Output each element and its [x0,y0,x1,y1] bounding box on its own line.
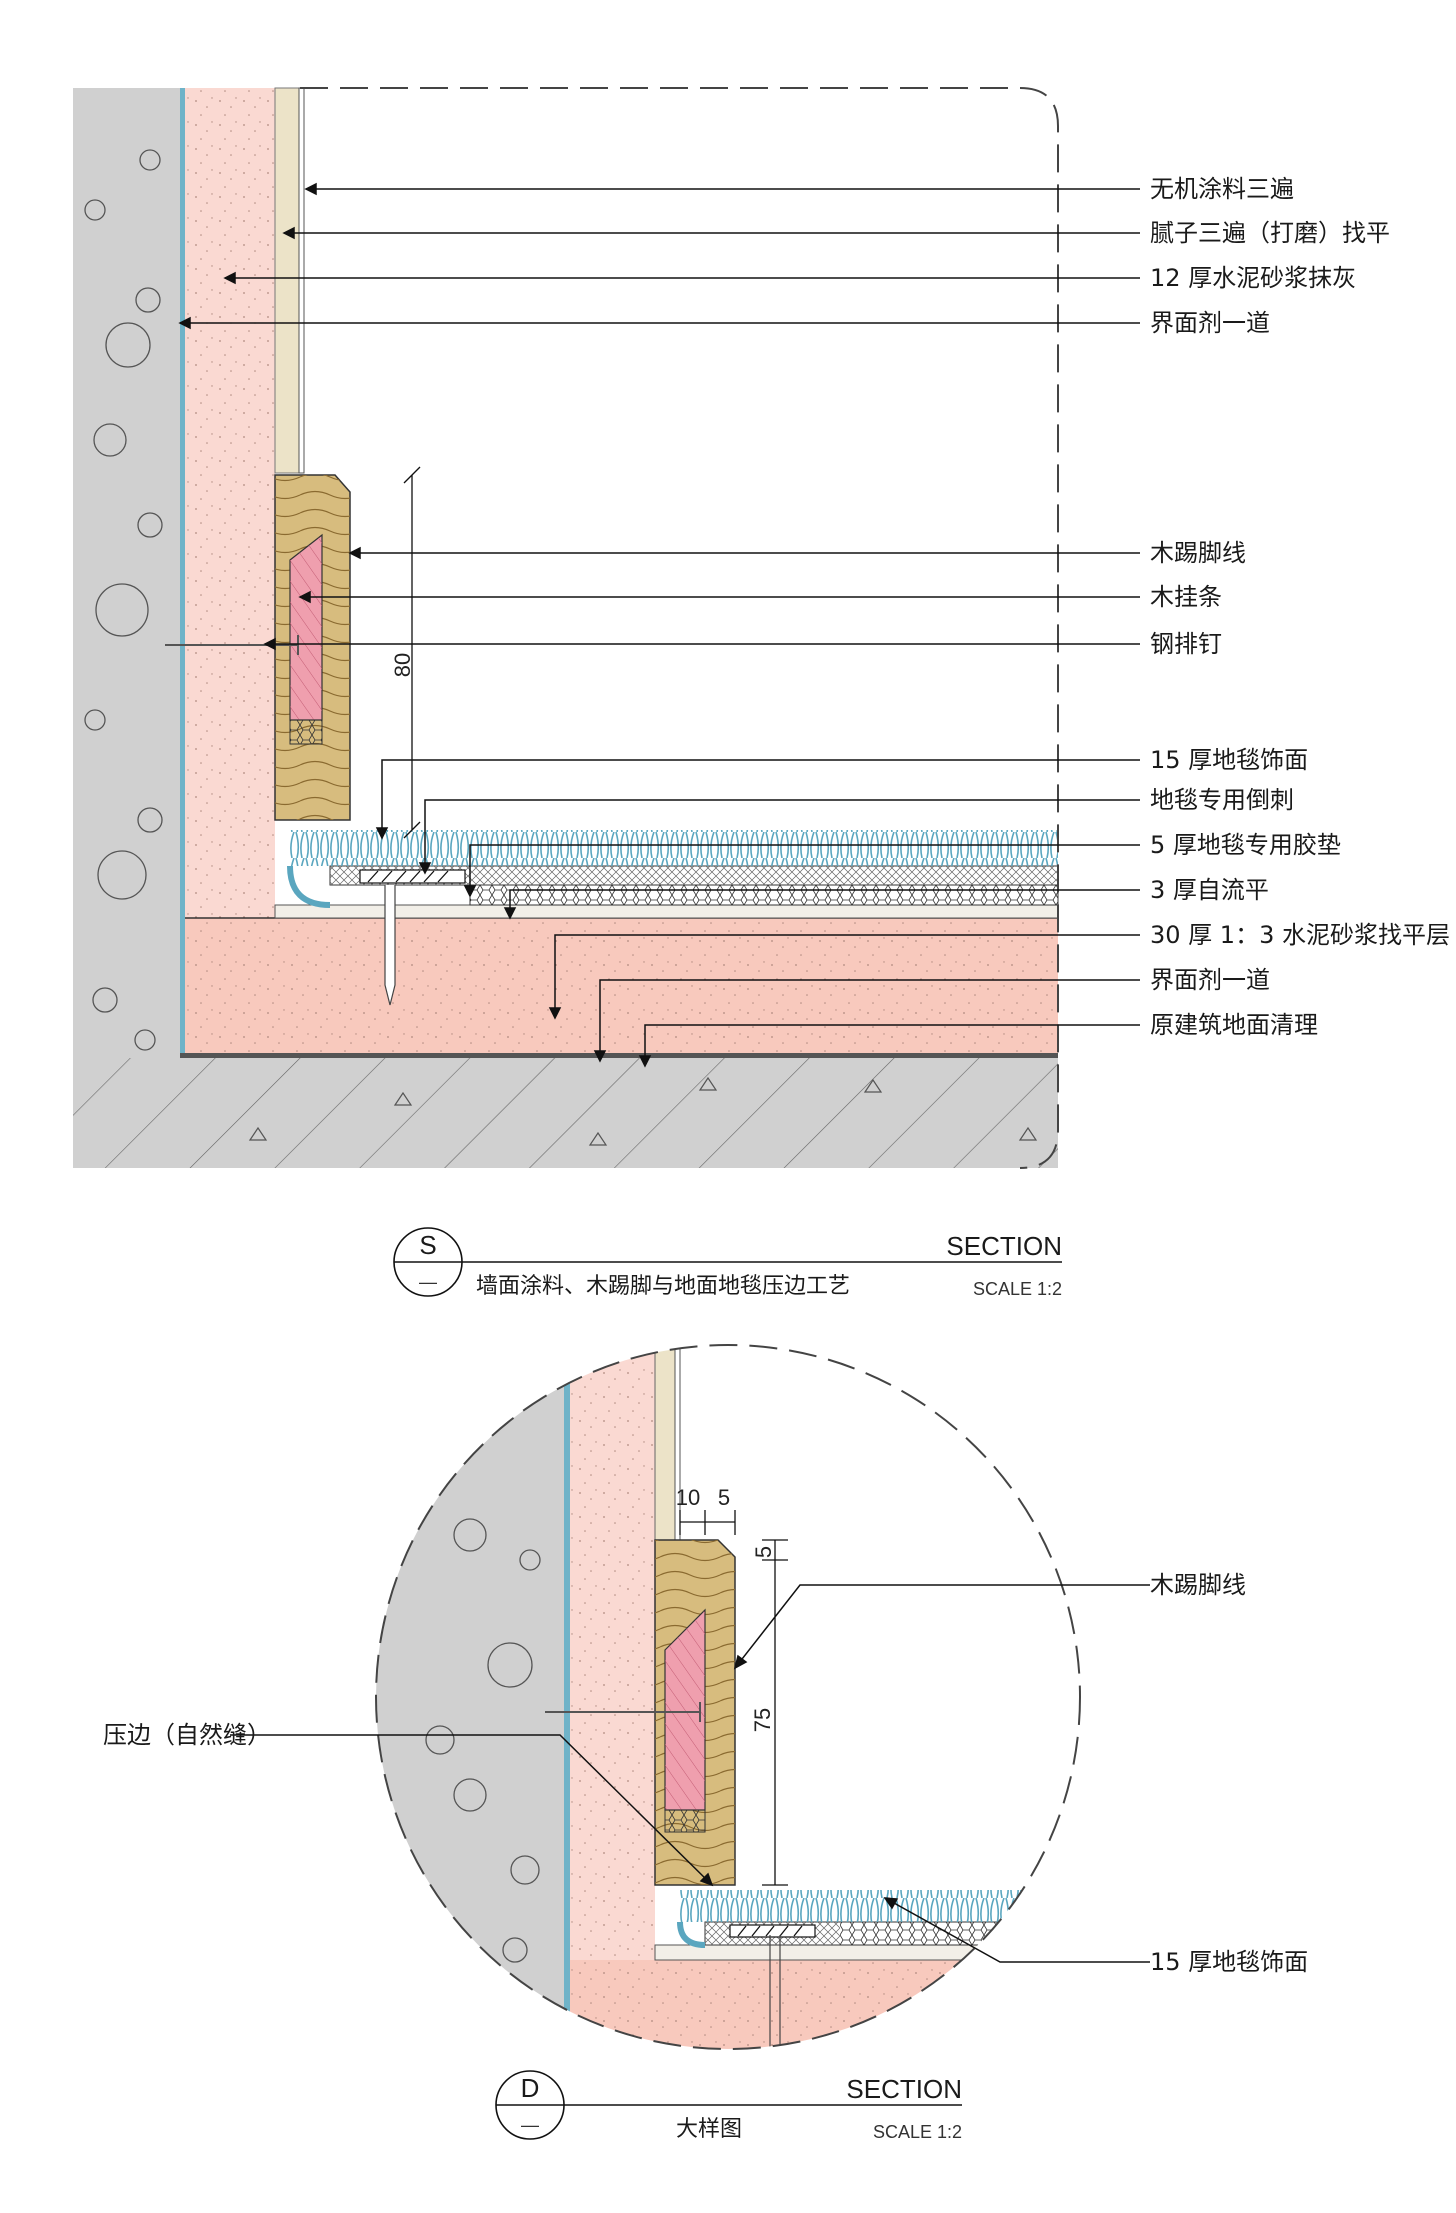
floor-nail [384,885,396,1006]
label-gripper: 地毯专用倒刺 [1150,786,1294,814]
wall-primer-line [180,88,185,1058]
steel-nail [165,635,299,655]
label-carpet: 15 厚地毯饰面 [1150,746,1308,774]
detail-carpet-pile [680,1890,1080,1922]
concrete-wall [73,88,180,1058]
dim-5-vertical: 5 [751,1546,776,1558]
section-s-labels: 无机涂料三遍 腻子三遍（打磨）找平 12 厚水泥砂浆抹灰 界面剂一道 木踢脚线 … [1150,175,1450,1039]
label-screed: 30 厚 1：3 水泥砂浆找平层 [1150,921,1450,949]
label-underlay: 5 厚地毯专用胶垫 [1150,831,1341,859]
detail-gripper [729,1924,816,1938]
label-putty: 腻子三遍（打磨）找平 [1150,219,1390,247]
floor-primer-line [180,1053,1058,1058]
label-detail-carpet: 15 厚地毯饰面 [1150,1948,1308,1976]
label-skirting: 木踢脚线 [1150,539,1246,567]
section-d-scale: SCALE 1:2 [873,2122,962,2142]
floor-slab-aggregate [248,1076,1038,1146]
label-primer-wall: 界面剂一道 [1150,309,1270,337]
section-d-title: 大样图 [676,2117,742,2142]
detail-aggregate [425,1518,541,1963]
detail-nail [545,1702,701,1722]
section-s-scale: SCALE 1:2 [973,1279,1062,1299]
label-detail-skirting: 木踢脚线 [1150,1571,1246,1599]
wall-putty [274,87,300,474]
section-s-title: 墙面涂料、木踢脚与地面地毯压边工艺 [476,1274,850,1299]
section-d-title-block: D — SECTION 大样图 SCALE 1:2 [495,2070,962,2142]
wall-paint [298,87,305,474]
label-self-leveling: 3 厚自流平 [1150,876,1269,904]
floor-slab-hatch [73,1058,1058,1168]
adhesive-strip [289,719,323,745]
label-detail-edge: 压边（自然缝） [103,1721,271,1749]
section-s-leaders [178,182,1140,1068]
section-s-letter: S [419,1230,436,1260]
dim-80-lines [403,466,421,839]
carpet-backing-texture [330,866,1058,885]
detail-self-leveling [654,1944,1080,1961]
section-s-drawing: 80 [73,87,1059,1169]
gripper-teeth [367,870,449,883]
label-nail: 钢排钉 [1150,630,1222,658]
detail-concrete-wall [376,1345,570,2049]
wall-plaster-texture [185,88,275,918]
section-s-border [300,87,1059,1169]
section-d-leaders [230,1584,1150,1963]
section-d-dimensions [679,1510,788,1886]
label-paint: 无机涂料三遍 [1150,175,1294,203]
label-plaster: 12 厚水泥砂浆抹灰 [1150,264,1356,292]
floor-screed-texture [185,918,1058,1053]
label-primer-floor: 界面剂一道 [1150,966,1270,994]
dim-10: 10 [676,1485,700,1510]
label-batten: 木挂条 [1150,583,1222,611]
section-d-heading: SECTION [846,2074,962,2104]
section-s-letter-sub: — [419,1272,437,1292]
gripper-strip [359,869,466,884]
dim-80: 80 [390,653,415,677]
aggregate-pattern [84,149,163,1051]
label-slab-clean: 原建筑地面清理 [1150,1011,1318,1039]
dim-75: 75 [750,1708,775,1732]
detail-primer-line [564,1345,570,2049]
carpet-pile [290,830,1058,866]
carpet-underlay-texture [470,885,1058,905]
detail-putty [654,1345,676,1541]
dim-5-horizontal: 5 [718,1485,730,1510]
section-d-letter: D [521,2073,540,2103]
section-s-heading: SECTION [946,1231,1062,1261]
section-s-title-block: S — SECTION 墙面涂料、木踢脚与地面地毯压边工艺 SCALE 1:2 [393,1227,1062,1299]
section-d-letter-sub: — [521,2115,539,2135]
detail-circle-border [375,1344,1081,2050]
